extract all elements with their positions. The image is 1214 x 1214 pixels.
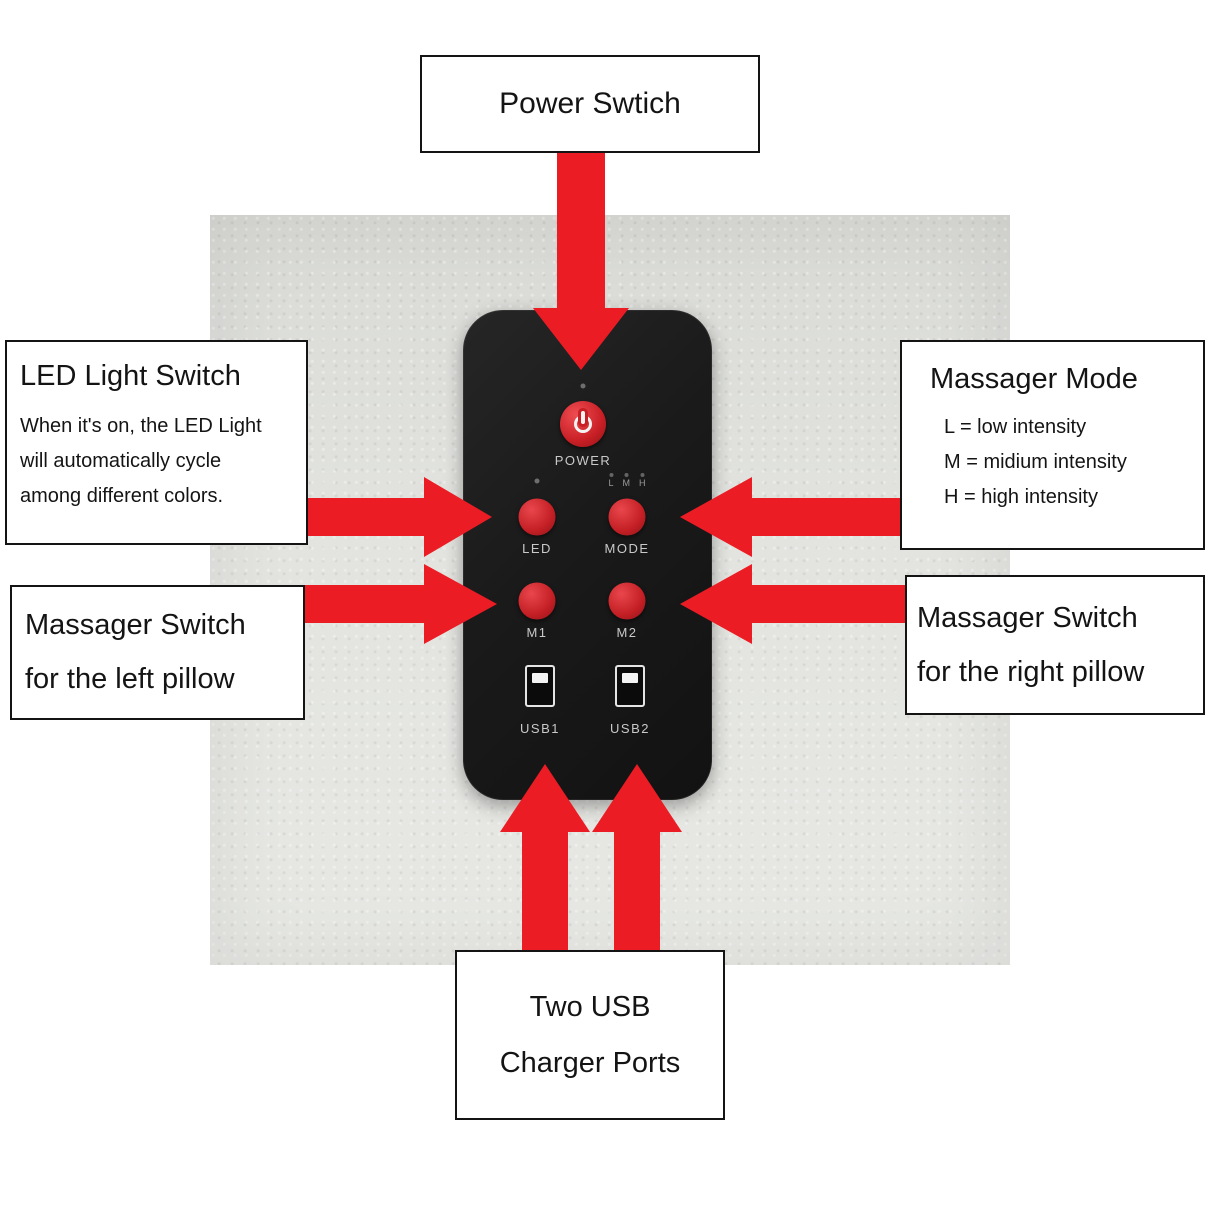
- callout-body-line: L = low intensity: [944, 416, 1087, 438]
- callout-body-line: When it's on, the LED Light: [20, 415, 262, 437]
- callout-title: Massager Mode: [930, 363, 1138, 395]
- callout-title: LED Light Switch: [20, 360, 241, 392]
- mode-button-label: MODE: [604, 541, 650, 556]
- callout-body-line: M = midium intensity: [944, 451, 1127, 473]
- callout-line: Massager Switch: [25, 609, 246, 641]
- usb-tongue: [622, 673, 638, 683]
- control-panel: POWER L M H LED MODE M1 M2: [463, 310, 712, 800]
- indicator-dot: [608, 473, 613, 477]
- power-button: [560, 401, 606, 447]
- indicator-letter: M: [622, 478, 631, 488]
- mode-indicator-low: L: [608, 473, 614, 488]
- usb2-port: [615, 665, 645, 707]
- m1-massager-button: [518, 582, 556, 620]
- callout-title: Power Swtich: [499, 87, 681, 120]
- m2-button-label: M2: [616, 625, 638, 640]
- callout-line: Massager Switch: [917, 601, 1138, 634]
- m1-button-label: M1: [526, 625, 548, 640]
- indicator-letter: H: [639, 478, 646, 488]
- callout-line: for the right pillow: [917, 655, 1145, 688]
- usb2-port-label: USB2: [610, 721, 650, 736]
- mode-indicator-high: H: [639, 473, 646, 488]
- led-button: [518, 498, 556, 536]
- power-icon: [572, 411, 594, 435]
- mode-indicator-medium: M: [622, 473, 631, 488]
- power-indicator-light: [580, 383, 586, 389]
- led-button-label: LED: [522, 541, 552, 556]
- callout-line: for the left pillow: [25, 663, 235, 695]
- usb-tongue: [532, 673, 548, 683]
- mode-button: [608, 498, 646, 536]
- callout-body-line: will automatically cycle: [20, 450, 222, 472]
- callout-led-light-switch: LED Light Switch When it's on, the LED L…: [5, 340, 308, 545]
- callout-massager-mode: Massager Mode L = low intensity M = midi…: [900, 340, 1205, 550]
- indicator-dot: [624, 473, 629, 477]
- led-indicator-light: [534, 478, 540, 484]
- m2-massager-button: [608, 582, 646, 620]
- indicator-letter: L: [608, 478, 614, 488]
- callout-line: Charger Ports: [499, 1046, 681, 1079]
- callout-usb-charger-ports: Two USB Charger Ports: [455, 950, 725, 1120]
- callout-left-massager-switch: Massager Switch for the left pillow: [10, 585, 305, 720]
- indicator-dot: [640, 473, 645, 477]
- callout-body-line: H = high intensity: [944, 486, 1098, 508]
- mode-intensity-indicators: L M H: [608, 473, 646, 488]
- usb1-port: [525, 665, 555, 707]
- callout-power-switch: Power Swtich: [420, 55, 760, 153]
- callout-body-line: among different colors.: [20, 485, 224, 507]
- usb1-port-label: USB1: [520, 721, 560, 736]
- callout-line: Two USB: [529, 990, 651, 1023]
- power-button-label: POWER: [554, 453, 612, 468]
- callout-right-massager-switch: Massager Switch for the right pillow: [905, 575, 1205, 715]
